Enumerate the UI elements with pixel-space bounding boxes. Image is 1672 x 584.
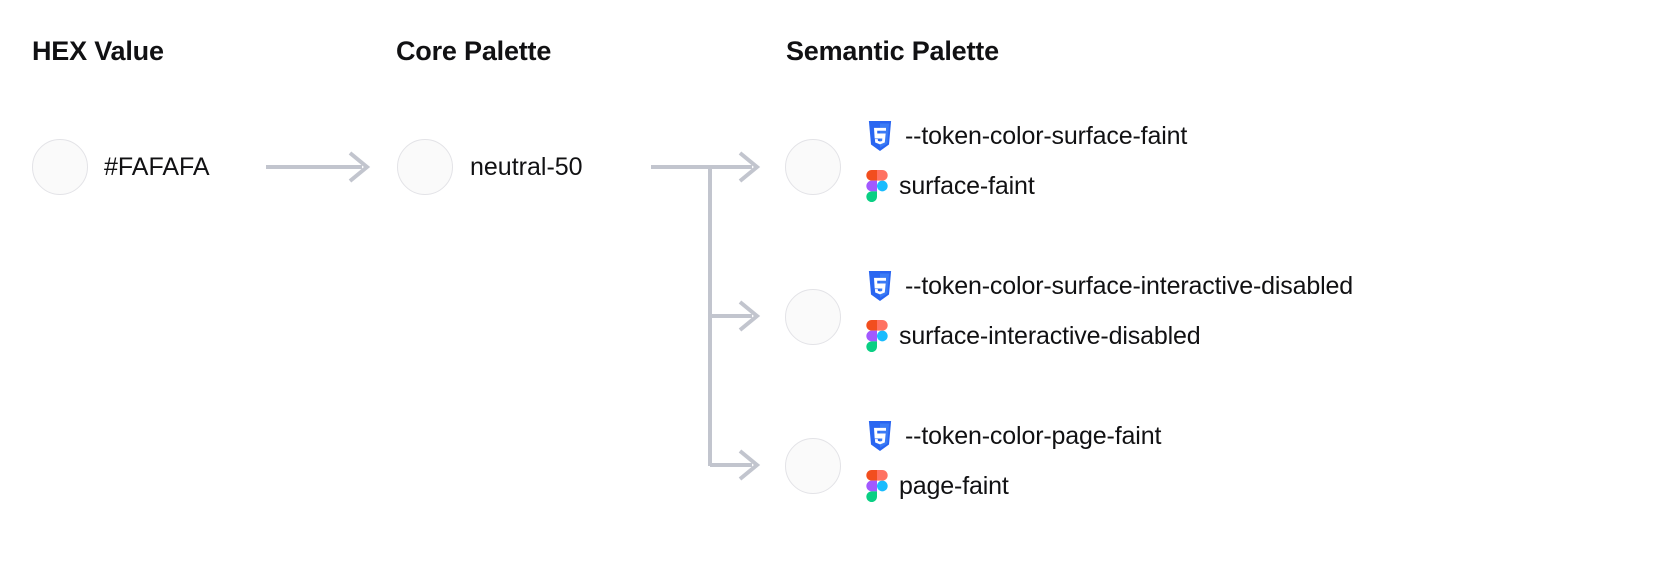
figma-token-name: surface-faint	[899, 171, 1035, 200]
semantic-token-row: --token-color-page-faint page-faint	[866, 418, 1161, 504]
css-variable-line: --token-color-page-faint	[866, 418, 1161, 454]
arrow-hex-to-core	[266, 151, 371, 183]
core-palette-label: neutral-50	[470, 153, 583, 181]
color-swatch-hex[interactable]	[32, 139, 88, 195]
column-heading-semantic-palette: Semantic Palette	[786, 36, 999, 66]
css-variable-name: --token-color-surface-faint	[905, 121, 1188, 150]
figma-token-line: surface-interactive-disabled	[866, 318, 1353, 354]
figma-icon	[866, 470, 888, 502]
hex-value-label: #FAFAFA	[104, 153, 210, 181]
figma-token-line: page-faint	[866, 468, 1161, 504]
semantic-token-row: --token-color-surface-faint surface-fain…	[866, 118, 1187, 204]
figma-token-name: surface-interactive-disabled	[899, 321, 1201, 350]
css-variable-name: --token-color-surface-interactive-disabl…	[905, 271, 1354, 300]
semantic-token-row: --token-color-surface-interactive-disabl…	[866, 268, 1353, 354]
column-heading-core-palette: Core Palette	[396, 36, 552, 66]
figma-icon	[866, 320, 888, 352]
column-heading-hex-value: HEX Value	[32, 36, 164, 66]
color-swatch-core[interactable]	[397, 139, 453, 195]
css-variable-line: --token-color-surface-faint	[866, 118, 1187, 154]
arrow-core-to-semantic-branch	[651, 151, 761, 481]
css-variable-line: --token-color-surface-interactive-disabl…	[866, 268, 1353, 304]
css3-icon	[868, 271, 892, 301]
css-variable-name: --token-color-page-faint	[905, 421, 1162, 450]
css3-icon	[868, 121, 892, 151]
figma-token-line: surface-faint	[866, 168, 1187, 204]
css3-icon	[868, 421, 892, 451]
figma-icon	[866, 170, 888, 202]
color-swatch-semantic-0[interactable]	[785, 139, 841, 195]
figma-token-name: page-faint	[899, 471, 1009, 500]
color-swatch-semantic-1[interactable]	[785, 289, 841, 345]
color-swatch-semantic-2[interactable]	[785, 438, 841, 494]
